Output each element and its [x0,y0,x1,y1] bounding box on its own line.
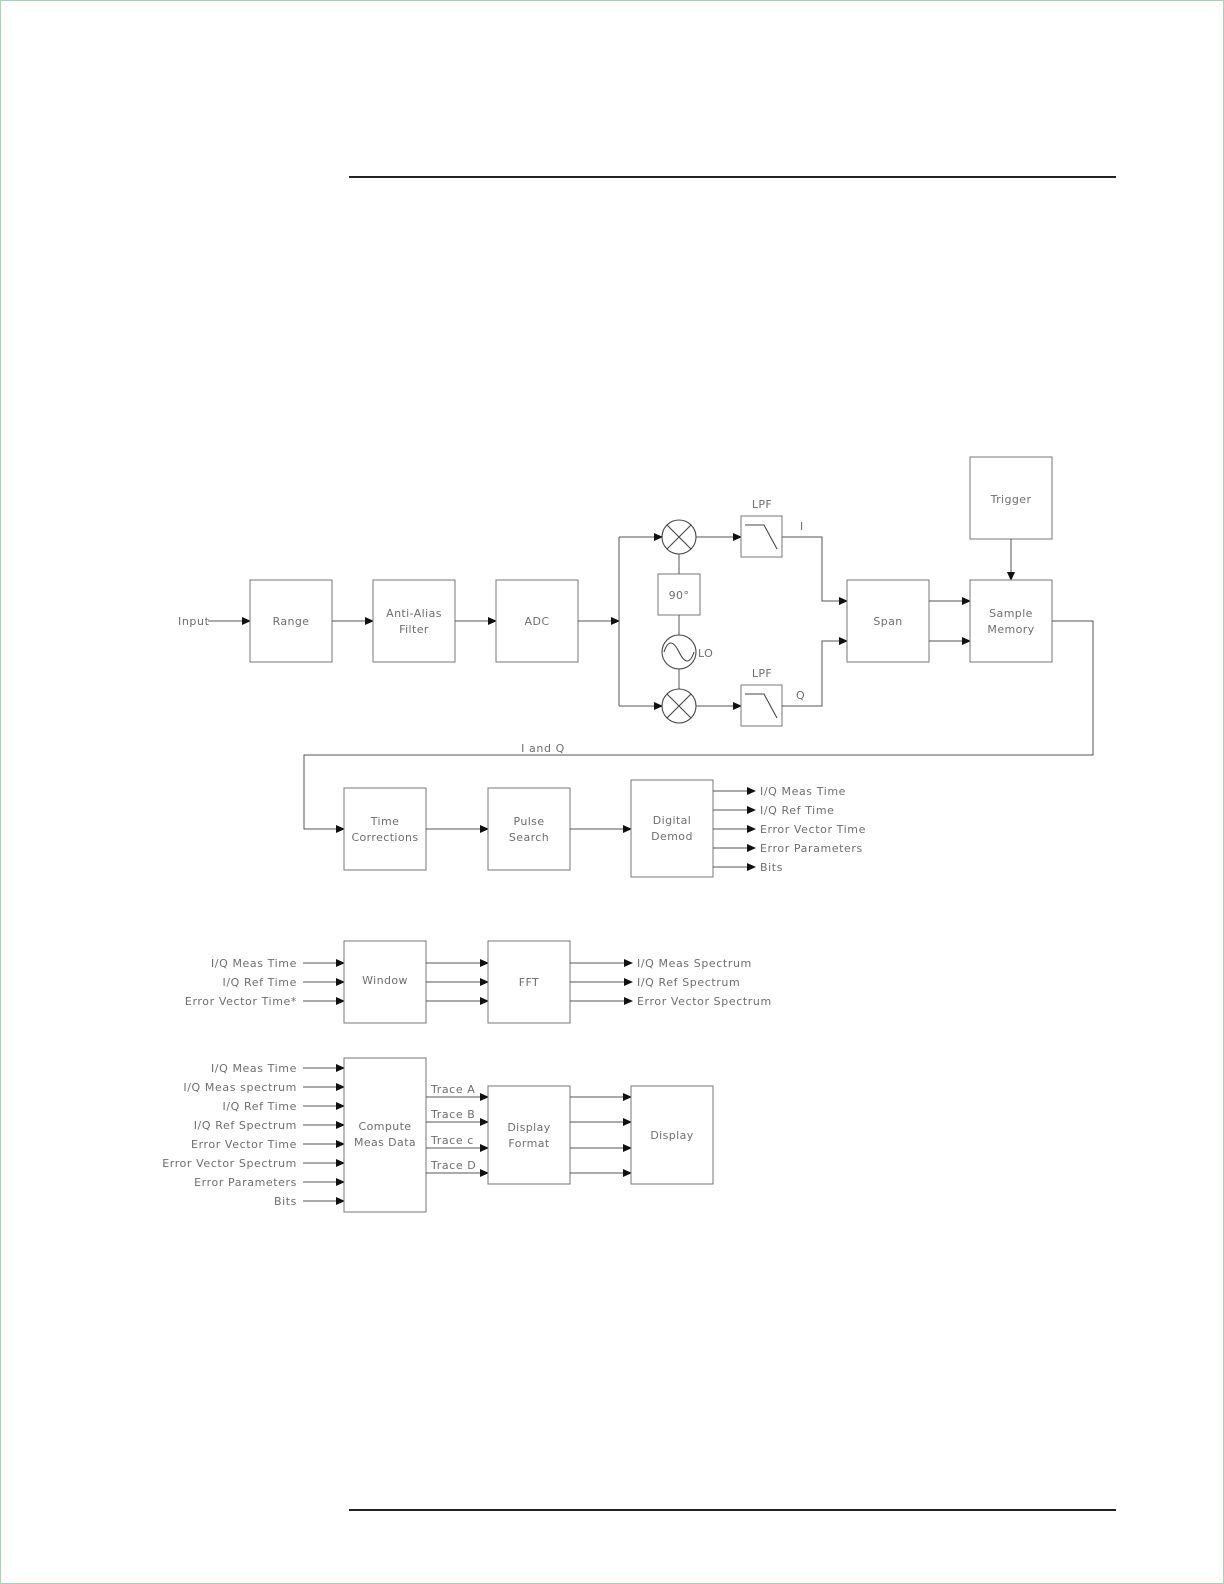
lo-label: LO [698,647,713,660]
compute-input-label: Error Vector Spectrum [162,1157,297,1170]
time-corrections-block: Time Corrections [343,787,427,871]
lo-oscillator-symbol [661,634,697,670]
q-to-span-arrow [782,637,848,707]
window-input-label: I/Q Meas Time [211,957,297,970]
window-input-label: Error Vector Time* [185,995,297,1008]
adc-label: ADC [525,615,550,628]
window-input-label: I/Q Ref Time [222,976,297,989]
sample-memory-label-line1: Sample [989,607,1033,620]
range-label: Range [273,615,310,628]
display-format-block: Display Format [487,1085,571,1185]
demod-output-label: Error Parameters [760,842,863,855]
compute-input-label: Error Vector Time [191,1138,297,1151]
span-block: Span [846,579,930,663]
trace-label: Trace D [430,1159,476,1172]
lpf-i-block [740,515,783,558]
demod-output-label: Bits [760,861,783,874]
compute-input-label: Error Parameters [194,1176,297,1189]
anti-alias-label-line2: Filter [399,623,429,636]
trace-lines: Trace A Trace B Trace c Trace D [426,1083,489,1177]
display-label: Display [650,1129,693,1142]
input-label: Input [178,615,210,628]
fft-output-label: I/Q Ref Spectrum [637,976,740,989]
phase-shift-90-block: 90° [657,573,701,616]
window-label: Window [362,974,408,987]
digital-demod-block: Digital Demod [630,779,714,878]
compute-input-label: I/Q Meas Time [211,1062,297,1075]
anti-alias-filter-block: Anti-Alias Filter [372,579,456,663]
i-and-q-return-path [303,620,1094,833]
q-channel-label: Q [796,689,805,702]
fft-output-label: Error Vector Spectrum [637,995,772,1008]
i-and-q-label: I and Q [521,742,565,755]
q-mixer-symbol [661,688,697,724]
digital-demod-label-line1: Digital [653,814,691,827]
compute-input-label: I/Q Ref Spectrum [194,1119,297,1132]
window-block: Window [343,940,427,1024]
trace-label: Trace c [430,1134,474,1147]
pulse-search-block: Pulse Search [487,787,571,871]
i-channel-label: I [800,520,804,533]
display-block: Display [630,1085,714,1185]
phase-shift-label: 90° [669,589,690,602]
compute-label-line2: Meas Data [354,1136,416,1149]
digital-demod-label-line2: Demod [651,830,693,843]
trace-label: Trace B [430,1108,475,1121]
compute-meas-data-block: Compute Meas Data [343,1057,427,1213]
pulse-search-label-line2: Search [509,831,549,844]
fft-block: FFT [487,940,571,1024]
lpf-q-label: LPF [752,667,772,680]
pulse-search-label-line1: Pulse [514,815,545,828]
demod-output-label: I/Q Ref Time [760,804,835,817]
demod-output-label: Error Vector Time [760,823,866,836]
time-corrections-label-line1: Time [370,815,400,828]
display-format-label-line1: Display [507,1121,550,1134]
demod-output-label: I/Q Meas Time [760,785,846,798]
sample-memory-block: Sample Memory [969,579,1053,663]
compute-input-label: Bits [274,1195,297,1208]
range-block: Range [249,579,333,663]
trigger-block: Trigger [969,456,1053,540]
display-format-label-line2: Format [508,1137,549,1150]
fft-output-label: I/Q Meas Spectrum [637,957,752,970]
time-corrections-label-line2: Corrections [351,831,418,844]
trace-label: Trace A [430,1083,475,1096]
i-mixer-symbol [661,519,697,555]
sample-memory-label-line2: Memory [987,623,1034,636]
i-to-span-arrow [782,536,848,605]
compute-input-label: I/Q Ref Time [222,1100,297,1113]
span-label: Span [873,615,902,628]
lpf-i-label: LPF [752,498,772,511]
adc-block: ADC [495,579,579,663]
compute-label-line1: Compute [359,1120,412,1133]
trigger-label: Trigger [990,493,1032,506]
lpf-q-block [740,684,783,727]
compute-input-label: I/Q Meas spectrum [183,1081,297,1094]
fft-label: FFT [519,976,539,989]
anti-alias-label-line1: Anti-Alias [386,607,442,620]
